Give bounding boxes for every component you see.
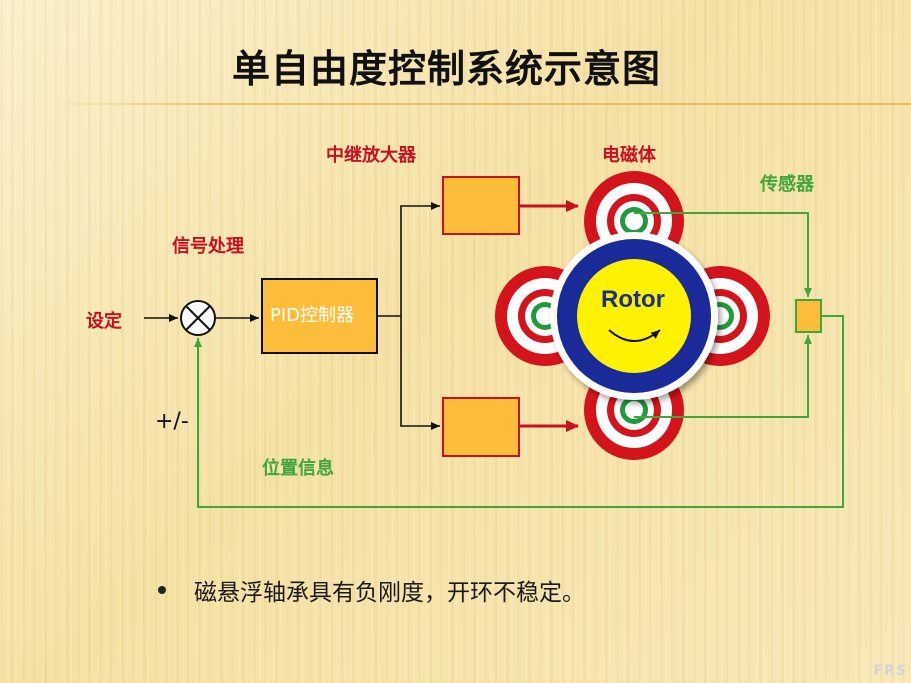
rotor-label: Rotor <box>601 286 665 313</box>
rotation-arrow-icon <box>608 329 661 342</box>
bullet-item: 磁悬浮轴承具有负刚度，开环不稳定。 <box>158 573 585 607</box>
feedback-line <box>194 315 844 508</box>
label-position-info: 位置信息 <box>262 457 334 479</box>
slide-title: 单自由度控制系统示意图 <box>232 47 662 91</box>
label-sensor: 传感器 <box>759 173 815 195</box>
label-feedback-sign: +/- <box>155 409 189 434</box>
pid-controller-block <box>261 278 378 354</box>
summing-junction <box>180 300 216 336</box>
label-electromagnet: 电磁体 <box>602 144 657 166</box>
pid-controller-label: PID控制器 <box>270 305 354 326</box>
label-setpoint: 设定 <box>86 310 122 332</box>
sensor-line-top <box>634 212 812 297</box>
pid-output-wire <box>377 202 440 317</box>
bullet-dot-icon <box>158 586 166 594</box>
watermark: FRS <box>873 663 907 679</box>
sensor-block <box>795 299 822 333</box>
label-relay-amplifier: 中继放大器 <box>326 144 417 166</box>
bullet-text: 磁悬浮轴承具有负刚度，开环不稳定。 <box>194 580 585 606</box>
sensor-line-bottom <box>634 335 812 418</box>
title-underline <box>45 103 911 105</box>
amplifier-block-top <box>442 176 520 235</box>
rotor <box>550 232 718 400</box>
pid-output-wire-lower <box>400 316 440 430</box>
amplifier-block-bottom <box>442 397 520 457</box>
label-signal-processing: 信号处理 <box>172 235 244 257</box>
